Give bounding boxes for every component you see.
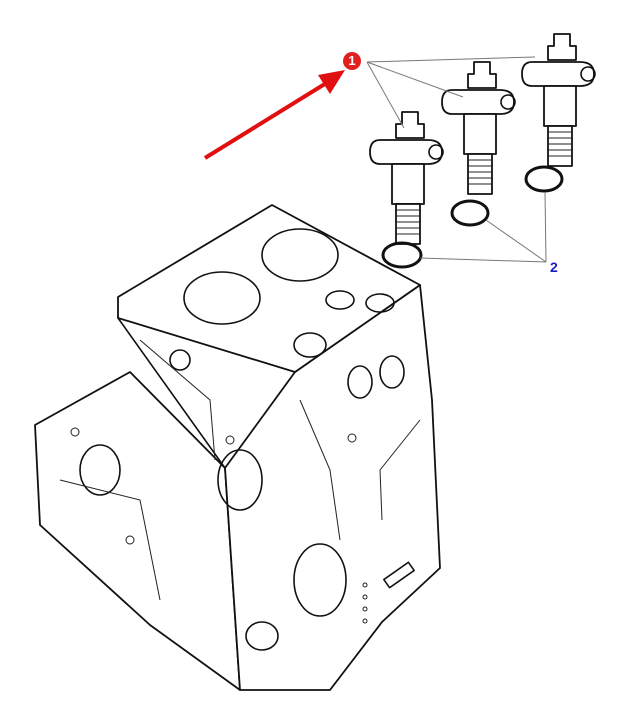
injector-right xyxy=(521,33,596,167)
red-arrow-icon xyxy=(203,70,345,160)
callout-1: 1 xyxy=(343,52,361,70)
injector-left xyxy=(369,111,444,245)
bolt-holes xyxy=(70,427,368,624)
sealing-rings xyxy=(381,165,564,269)
engine-block xyxy=(34,204,441,691)
leader-lines xyxy=(366,56,547,263)
callout-2: 2 xyxy=(550,259,558,275)
injector-middle xyxy=(441,61,516,195)
